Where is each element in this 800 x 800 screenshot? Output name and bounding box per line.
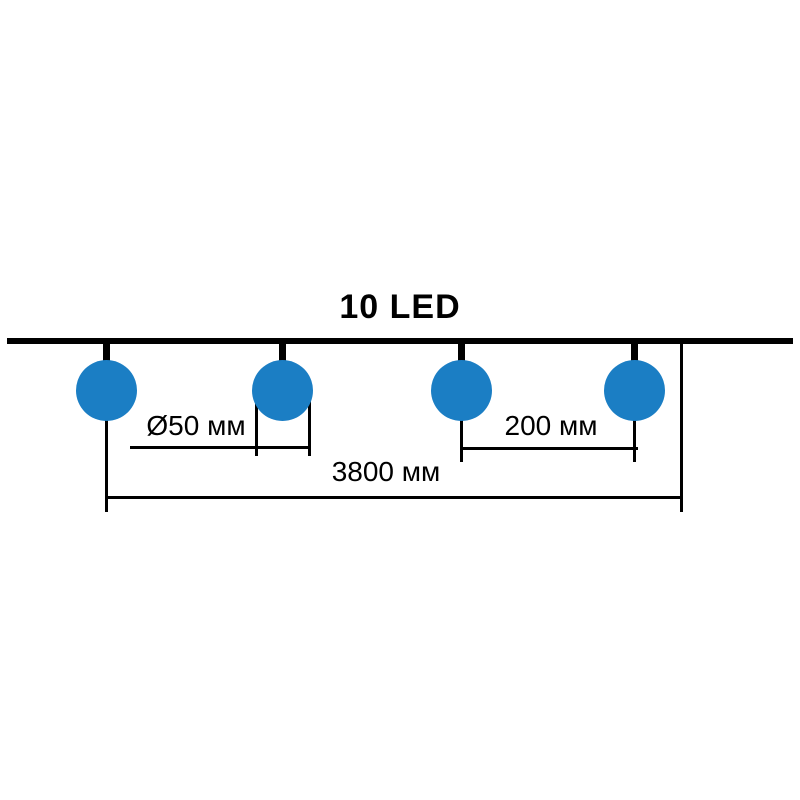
diameter-tick-right bbox=[308, 391, 311, 456]
spacing-label: 200 мм bbox=[504, 410, 598, 441]
diameter-tick-left bbox=[255, 391, 258, 456]
wire-stub bbox=[279, 342, 286, 364]
wire-line bbox=[7, 338, 793, 344]
diameter-dimension-line bbox=[130, 446, 311, 449]
led-ball bbox=[76, 360, 137, 421]
spacing-dimension-line bbox=[460, 447, 638, 450]
diameter-label: Ø50 мм bbox=[146, 410, 246, 441]
led-ball bbox=[604, 360, 665, 421]
diagram-title: 10 LED bbox=[339, 288, 461, 326]
wire-stub bbox=[103, 342, 110, 364]
total-length-extension-left bbox=[105, 391, 108, 512]
led-ball bbox=[252, 360, 313, 421]
wire-stub bbox=[631, 342, 638, 364]
spacing-tick-left bbox=[460, 395, 463, 462]
total-length-extension-right bbox=[680, 344, 683, 512]
spacing-tick-right bbox=[633, 395, 636, 462]
led-ball bbox=[431, 360, 492, 421]
total-length-dimension-line bbox=[105, 496, 683, 499]
total-length-label: 3800 мм bbox=[331, 456, 441, 487]
wire-stub bbox=[458, 342, 465, 364]
